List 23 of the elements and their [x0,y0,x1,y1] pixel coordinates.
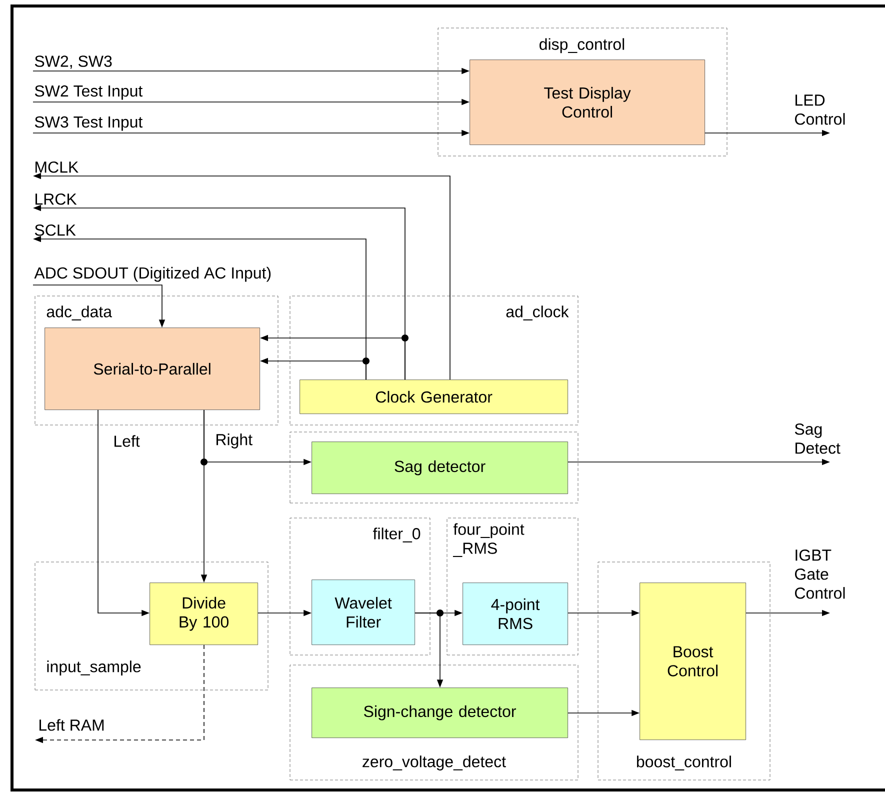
block-box: 4-point RMS [462,582,568,645]
signal-label: SCLK [34,224,76,236]
module-frame [290,432,578,504]
signal-label: Sag Detect [794,423,840,454]
block-box: Divide By 100 [150,582,258,645]
edge-label: Right [216,434,252,448]
block-box: Boost Control [640,582,746,740]
block-box: Clock Generator [300,380,568,414]
signal-label: IGBT Gate Control [795,549,845,599]
signal-label: MCLK [36,161,78,173]
signal-label: LRCK [36,193,77,205]
signal-label: SW2, SW3 [34,56,112,69]
block-box: Sag detector [312,442,568,494]
edge-label: Left [114,435,140,447]
signal-label: ADC SDOUT (Digitized AC Input) [34,266,271,282]
signal-label: Left RAM [40,719,104,731]
block-box: Test Display Control [470,60,705,145]
signal-label: LED Control [795,94,845,125]
block-box: Serial-to-Parallel [44,328,260,410]
block-box: Sign-change detector [312,688,568,738]
signal-label: SW2 Test Input [34,85,143,100]
block-box: Wavelet Filter [312,580,415,645]
signal-label: SW3 Test Input [34,116,143,131]
